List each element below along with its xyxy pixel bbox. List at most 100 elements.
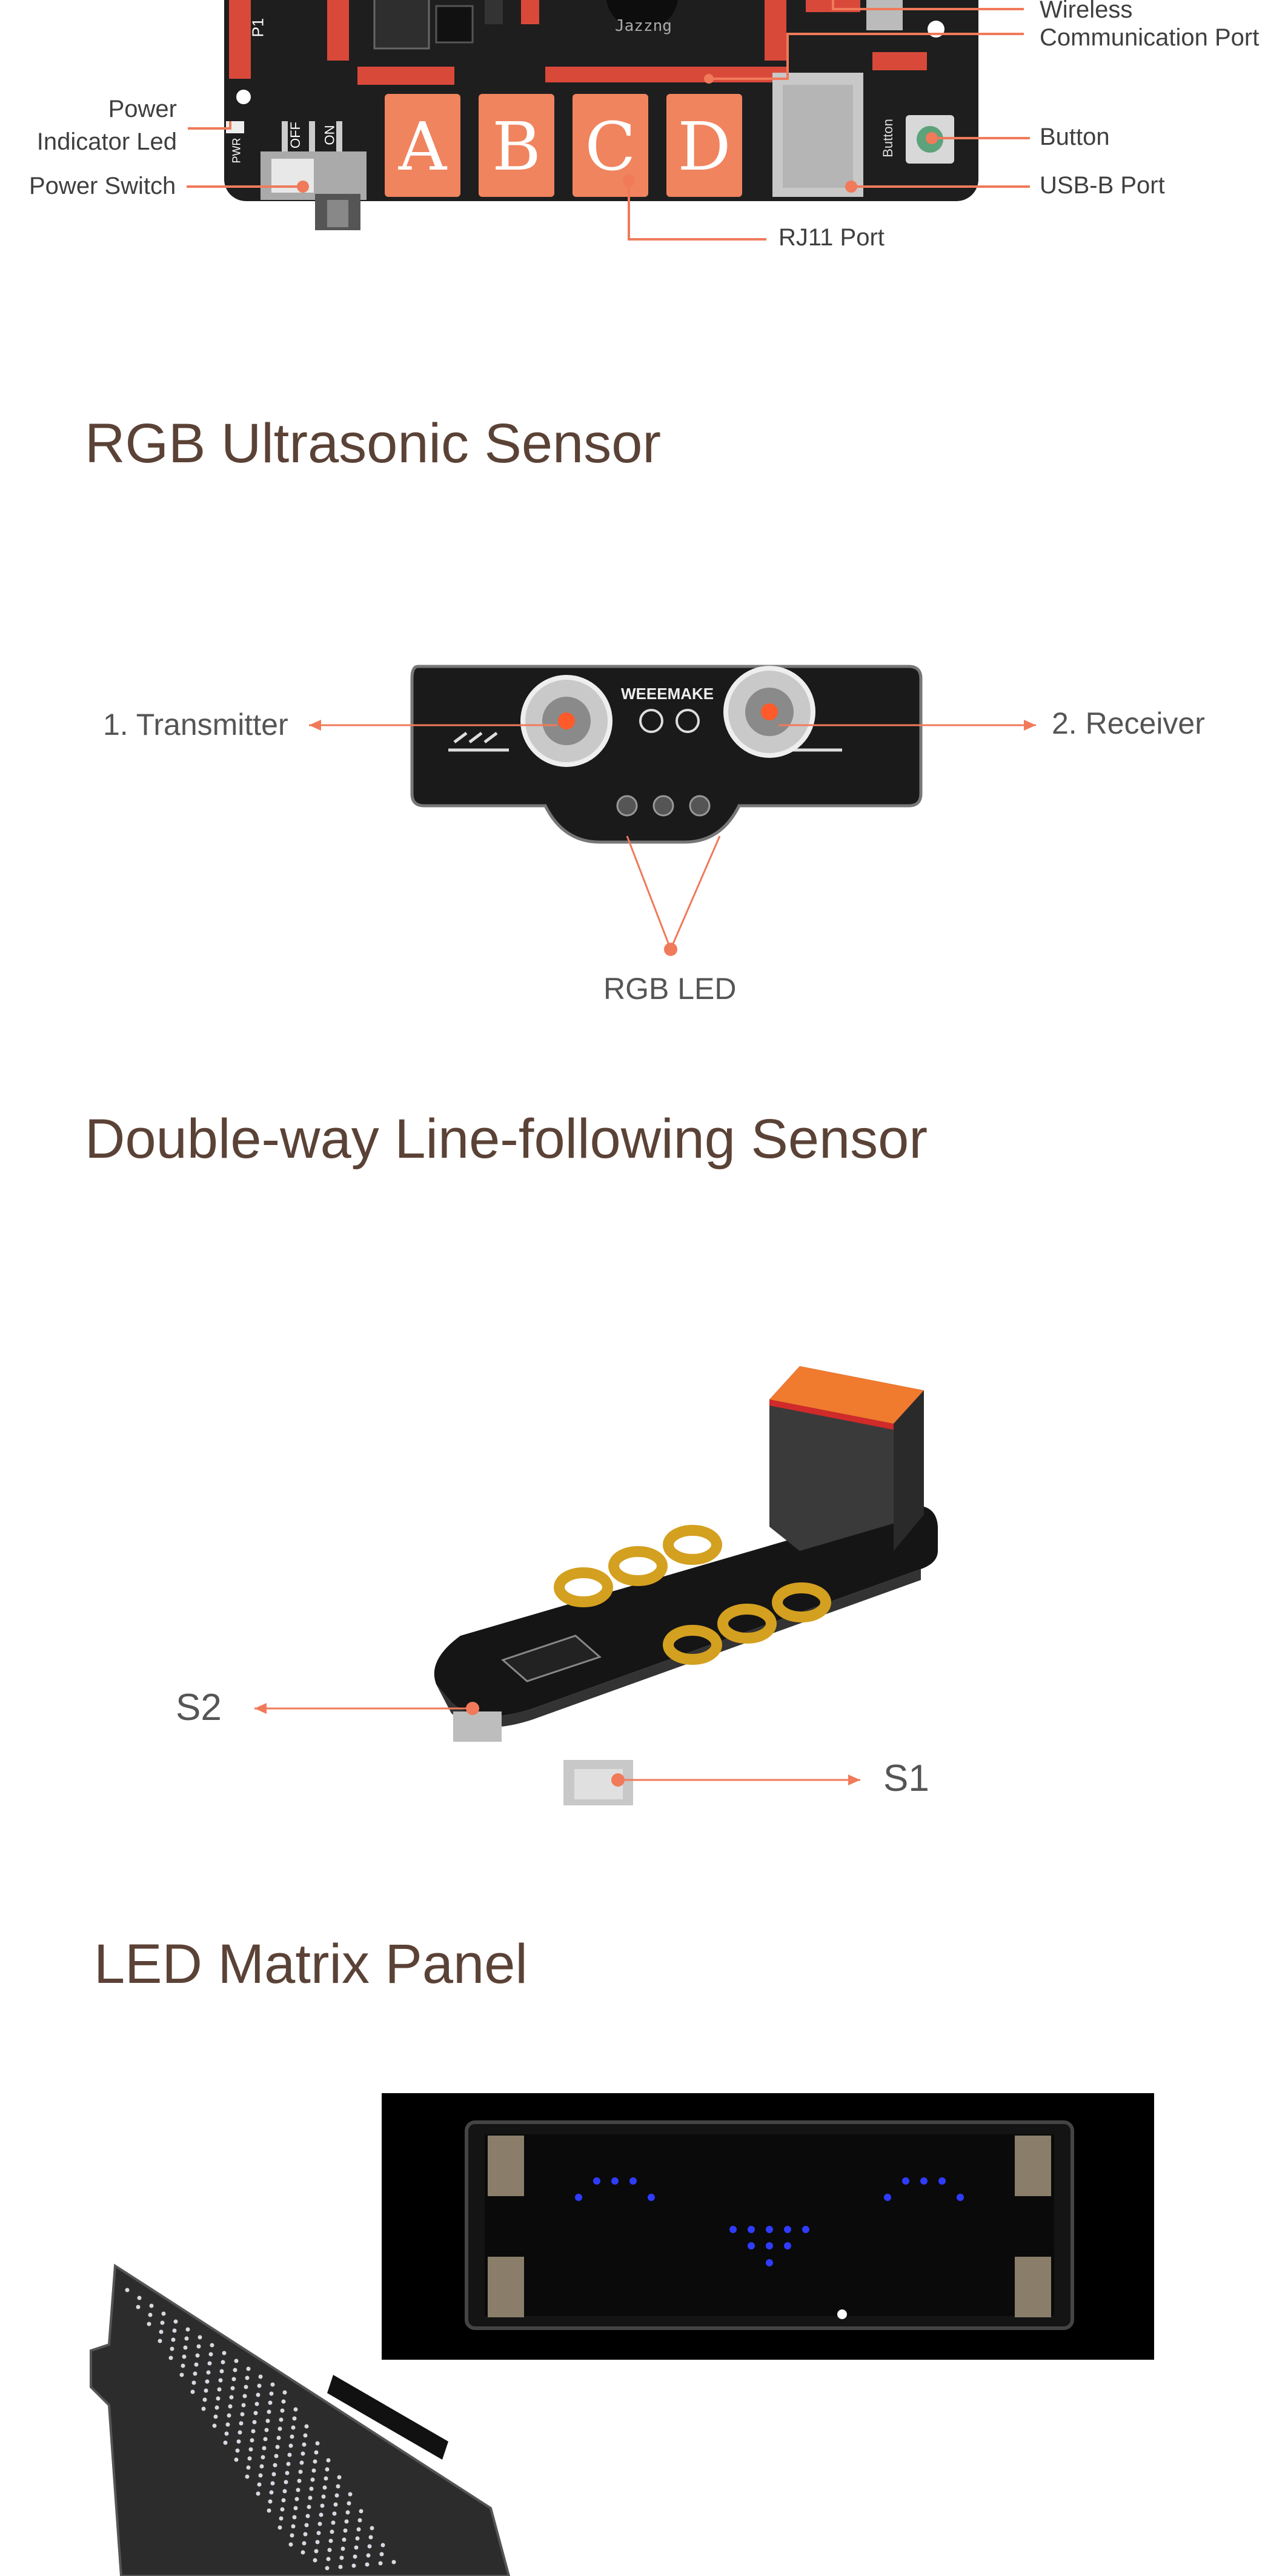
- matrix-dot: [270, 2481, 275, 2486]
- port-a-shape: [385, 94, 460, 197]
- matrix-dot: [246, 2366, 251, 2371]
- matrix-dot: [309, 2486, 314, 2491]
- matrix-dot: [201, 2406, 206, 2411]
- matrix-dot: [181, 2363, 185, 2368]
- port-c-label: C: [585, 108, 636, 185]
- matrix-dot: [340, 2546, 345, 2551]
- matrix-dot: [244, 2385, 248, 2389]
- matrix-dot: [314, 2549, 319, 2554]
- matrix-dot: [270, 2382, 275, 2387]
- line-follow-board-shape: [434, 1505, 938, 1716]
- matrix-dot: [257, 2482, 262, 2487]
- matrix-dot: [313, 2558, 317, 2563]
- matrix-dot: [327, 2548, 332, 2552]
- matrix-dot: [368, 2535, 373, 2540]
- matrix-dot: [212, 2423, 217, 2428]
- matrix-dot-grid: [125, 2288, 396, 2571]
- matrix-dot: [210, 2343, 214, 2348]
- ultrasonic-title: RGB Ultrasonic Sensor: [85, 413, 661, 474]
- line-follow-section: S2 S1: [0, 1345, 1288, 1830]
- matrix-dot: [182, 2354, 187, 2359]
- matrix-dot: [339, 2555, 344, 2560]
- matrix-dot: [280, 2408, 285, 2413]
- matrix-dot: [292, 2515, 297, 2520]
- matrix-dot: [321, 2494, 326, 2499]
- matrix-dot: [236, 2439, 241, 2444]
- matrix-dot: [291, 2524, 296, 2529]
- matrix-dot: [248, 2447, 253, 2452]
- matrix-dot: [214, 2405, 219, 2410]
- wireless-port-label-line1: Wireless: [1040, 0, 1133, 23]
- matrix-dot: [271, 2472, 276, 2477]
- matrix-dot: [207, 2361, 212, 2366]
- matrix-dot: [228, 2404, 233, 2409]
- matrix-dot: [183, 2345, 188, 2350]
- matrix-dot: [319, 2512, 324, 2517]
- matrix-dot: [280, 2507, 285, 2512]
- matrix-dot: [256, 2491, 261, 2496]
- matrix-dot: [277, 2525, 282, 2530]
- matrix-dot: [281, 2498, 286, 2503]
- silk-on: ON: [322, 125, 337, 145]
- matrix-dot: [225, 2422, 230, 2427]
- matrix-dot: [234, 2359, 239, 2363]
- power-led-label-line1: Power: [108, 96, 177, 122]
- matrix-dot: [343, 2528, 348, 2533]
- matrix-dot: [305, 2514, 310, 2518]
- port-b-label: B: [492, 108, 541, 185]
- matrix-dot: [194, 2362, 199, 2367]
- matrix-dot: [185, 2327, 190, 2332]
- matrix-dot: [288, 2542, 293, 2547]
- ultrasonic-section: WEEEMAKE 1. Transmitter 2. Receiver RGB …: [0, 636, 1288, 1024]
- matrix-dot: [291, 2425, 296, 2430]
- matrix-dot: [221, 2360, 225, 2365]
- button-label: Button: [1040, 124, 1110, 150]
- matrix-dot: [251, 2429, 256, 2434]
- matrix-dot: [268, 2499, 273, 2504]
- matrix-dot: [356, 2527, 361, 2532]
- main-board-section: P1 Jazzng OFF ON PWR Button A B C D Wire…: [0, 0, 1288, 285]
- matrix-dot: [254, 2402, 259, 2406]
- matrix-dot: [286, 2461, 291, 2466]
- matrix-dot: [267, 2409, 271, 2414]
- matrix-dot: [288, 2443, 293, 2448]
- matrix-dot: [282, 2390, 287, 2395]
- matrix-dot: [136, 2305, 141, 2309]
- matrix-dot: [259, 2464, 264, 2469]
- matrix-dot: [307, 2505, 311, 2509]
- matrix-dot: [347, 2501, 351, 2506]
- matrix-dot: [217, 2387, 222, 2392]
- matrix-dot: [206, 2370, 211, 2375]
- matrix-dot: [344, 2519, 349, 2524]
- matrix-dot: [204, 2388, 208, 2393]
- matrix-dot: [332, 2511, 337, 2516]
- matrix-dot: [298, 2469, 303, 2474]
- matrix-dot: [223, 2440, 228, 2445]
- matrix-dot: [293, 2506, 298, 2511]
- matrix-dot: [304, 2523, 309, 2528]
- matrix-dot: [269, 2391, 274, 2396]
- matrix-dot: [208, 2352, 213, 2357]
- matrix-dot: [267, 2508, 271, 2513]
- matrix-dot: [308, 2495, 313, 2500]
- matrix-dot: [240, 2412, 245, 2417]
- silk-button: Button: [880, 119, 895, 158]
- led-matrix-photo-svg: [465, 2120, 1074, 2330]
- usb-b-port-label: USB-B Port: [1040, 172, 1165, 199]
- matrix-dot: [137, 2295, 142, 2300]
- matrix-dot: [239, 2421, 244, 2426]
- matrix-dot: [353, 2554, 357, 2559]
- matrix-dot: [279, 2516, 284, 2521]
- matrix-dot: [351, 2563, 356, 2568]
- matrix-dot: [235, 2448, 240, 2453]
- matrix-dot: [273, 2463, 277, 2468]
- matrix-dot: [294, 2497, 299, 2501]
- silk-off: OFF: [288, 122, 303, 148]
- matrix-dot: [370, 2526, 374, 2531]
- matrix-dot: [354, 2545, 359, 2550]
- matrix-dot: [302, 2541, 307, 2546]
- led-matrix-title: LED Matrix Panel: [94, 1933, 528, 1995]
- matrix-dot: [245, 2375, 250, 2380]
- matrix-dot: [160, 2320, 165, 2325]
- matrix-dot: [196, 2344, 201, 2349]
